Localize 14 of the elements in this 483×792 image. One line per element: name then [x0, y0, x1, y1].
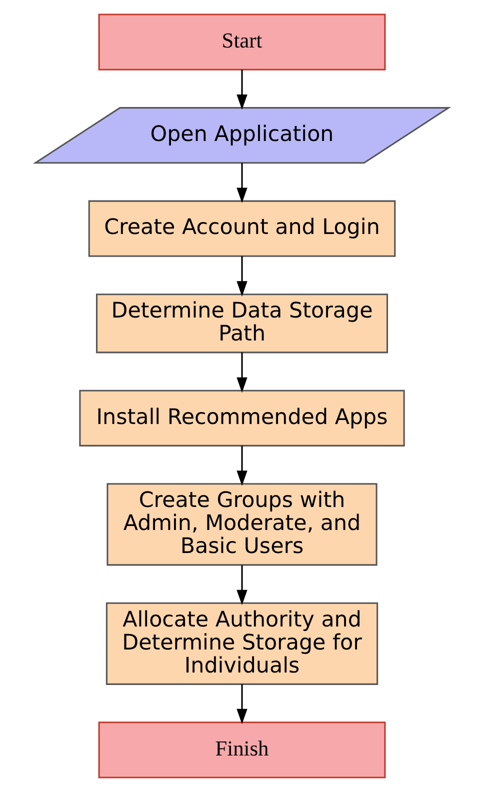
node-box: Create Account and Login — [88, 200, 396, 257]
node-box: Finish — [98, 722, 386, 778]
arrow — [236, 162, 247, 204]
arrow — [236, 684, 247, 724]
arrow — [236, 256, 247, 296]
node-box: Install Recommended Apps — [78, 390, 404, 446]
arrow — [236, 565, 247, 606]
arrow — [236, 352, 247, 393]
node-box: Create Groups with Admin, Moderate, and Basic Users — [106, 483, 377, 566]
node-box: Allocate Authority and Determine Storage for Individuals — [105, 602, 378, 685]
arrow — [236, 446, 247, 486]
arrow — [236, 70, 247, 110]
node-box: Start — [98, 14, 386, 70]
node-box: Determine Data Storage Path — [96, 294, 388, 354]
